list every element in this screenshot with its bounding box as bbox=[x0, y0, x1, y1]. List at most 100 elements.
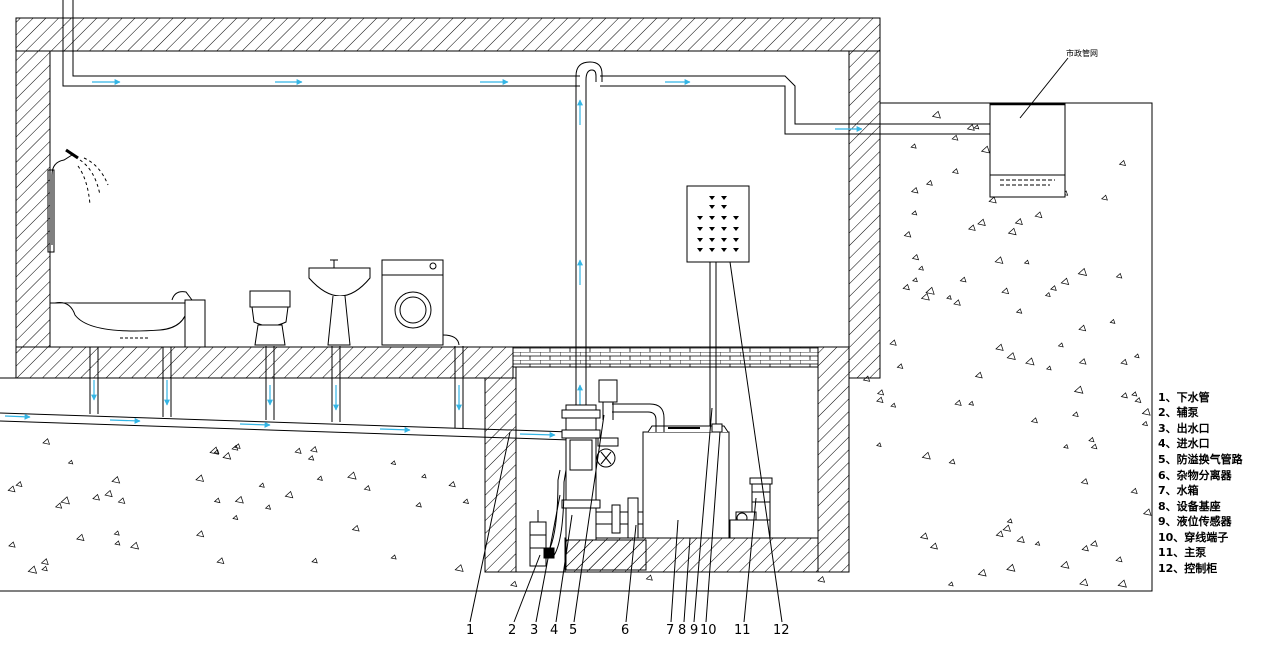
concrete-speckle bbox=[1002, 524, 1011, 532]
concrete-speckle bbox=[92, 493, 100, 501]
concrete-speckle bbox=[232, 514, 239, 520]
indicator-lamp bbox=[721, 238, 727, 242]
concrete-speckle bbox=[1034, 211, 1043, 219]
drain-main bbox=[0, 346, 571, 441]
concrete-speckle bbox=[953, 299, 961, 306]
legend-item-8: 8、设备基座 bbox=[1158, 499, 1221, 513]
concrete-speckle bbox=[929, 542, 938, 550]
concrete-speckle bbox=[1080, 478, 1089, 485]
concrete-speckle bbox=[1060, 277, 1070, 285]
concrete-speckle bbox=[954, 399, 962, 406]
concrete-speckle bbox=[951, 168, 959, 175]
concrete-speckle bbox=[946, 294, 952, 300]
concrete-speckle bbox=[973, 124, 980, 130]
concrete-speckle bbox=[925, 286, 935, 295]
concrete-speckle bbox=[294, 447, 302, 454]
indicator-lamp bbox=[697, 216, 703, 220]
concrete-speckle bbox=[1100, 194, 1108, 201]
concrete-speckle bbox=[817, 575, 826, 583]
concrete-speckle bbox=[1050, 285, 1057, 291]
indicator-lamp bbox=[721, 196, 727, 200]
main-pump bbox=[729, 477, 773, 539]
indicator-lamp bbox=[733, 248, 739, 252]
concrete-speckle bbox=[454, 564, 464, 572]
concrete-speckle bbox=[309, 446, 318, 453]
concrete-speckle bbox=[421, 473, 427, 479]
concrete-speckle bbox=[195, 530, 205, 538]
concrete-speckle bbox=[40, 558, 49, 565]
concrete-speckle bbox=[1030, 417, 1038, 424]
concrete-speckle bbox=[15, 481, 23, 488]
concrete-speckle bbox=[1007, 227, 1017, 236]
concrete-speckle bbox=[1117, 579, 1127, 588]
concrete-speckle bbox=[947, 581, 954, 587]
concrete-speckle bbox=[1141, 407, 1151, 416]
concrete-speckle bbox=[1078, 324, 1087, 332]
callout-1: 1 bbox=[466, 623, 474, 638]
concrete-speckle bbox=[231, 444, 239, 451]
concrete-speckle bbox=[889, 339, 897, 346]
callout-numbers: 1 2 3 4 5 6 7 8 9 10 11 12 bbox=[466, 623, 790, 638]
concrete-speckle bbox=[264, 504, 272, 510]
concrete-speckle bbox=[994, 256, 1004, 264]
concrete-speckle bbox=[258, 482, 265, 488]
concrete-speckle bbox=[1118, 159, 1126, 167]
concrete-speckle bbox=[1001, 287, 1010, 295]
concrete-speckle bbox=[1016, 535, 1025, 543]
concrete-speckle bbox=[216, 557, 225, 565]
indicator-lamp bbox=[721, 205, 727, 209]
concrete-speckle bbox=[462, 498, 470, 504]
flow-arrows bbox=[4, 79, 863, 438]
concrete-speckle bbox=[390, 554, 397, 560]
concrete-speckle bbox=[42, 438, 51, 445]
callout-2: 2 bbox=[508, 623, 516, 638]
concrete-speckle bbox=[213, 497, 221, 504]
concrete-speckle bbox=[876, 389, 885, 396]
indicator-lamp bbox=[721, 227, 727, 231]
legend-item-12: 12、控制柜 bbox=[1158, 561, 1217, 575]
control-cabinet bbox=[686, 185, 750, 430]
concrete-speckle bbox=[1006, 352, 1016, 360]
concrete-speckle bbox=[195, 474, 205, 482]
concrete-speckle bbox=[876, 396, 884, 403]
concrete-speckle bbox=[41, 565, 48, 572]
callout-7: 7 bbox=[666, 623, 674, 638]
callout-9: 9 bbox=[690, 623, 698, 638]
concrete-speckle bbox=[948, 458, 956, 465]
concrete-speckle bbox=[911, 210, 918, 216]
concrete-speckle bbox=[1131, 391, 1138, 397]
concrete-speckle bbox=[1134, 397, 1142, 403]
concrete-speckle bbox=[448, 480, 456, 488]
concrete-speckle bbox=[925, 179, 933, 186]
concrete-speckle bbox=[1142, 508, 1152, 516]
concrete-speckles bbox=[7, 110, 1152, 588]
concrete-speckle bbox=[1090, 540, 1098, 547]
concrete-speckle bbox=[67, 459, 74, 465]
concrete-speckle bbox=[8, 541, 16, 548]
legend-item-11: 11、主泵 bbox=[1158, 545, 1206, 559]
concrete-speckle bbox=[363, 484, 371, 491]
legend-item-1: 1、下水管 bbox=[1158, 390, 1210, 404]
concrete-speckle bbox=[390, 460, 397, 466]
indicator-lamp bbox=[697, 238, 703, 242]
concrete-speckle bbox=[912, 277, 918, 283]
concrete-speckle bbox=[1015, 308, 1023, 314]
concrete-speckle bbox=[311, 557, 318, 564]
callout-6: 6 bbox=[621, 623, 629, 638]
callout-3: 3 bbox=[530, 623, 538, 638]
callout-4: 4 bbox=[550, 623, 558, 638]
callout-8: 8 bbox=[678, 623, 686, 638]
concrete-speckle bbox=[995, 530, 1004, 538]
concrete-speckle bbox=[968, 224, 976, 231]
indicator-lamp bbox=[709, 216, 715, 220]
concrete-speckle bbox=[1060, 560, 1070, 569]
concrete-speckle bbox=[1115, 556, 1123, 563]
concrete-speckle bbox=[347, 471, 357, 480]
concrete-speckle bbox=[1006, 563, 1016, 572]
legend-item-7: 7、水箱 bbox=[1158, 483, 1199, 497]
concrete-speckle bbox=[1120, 392, 1128, 399]
concrete-speckle bbox=[1045, 365, 1052, 371]
bathtub bbox=[49, 291, 206, 348]
concrete-speckle bbox=[931, 110, 941, 119]
